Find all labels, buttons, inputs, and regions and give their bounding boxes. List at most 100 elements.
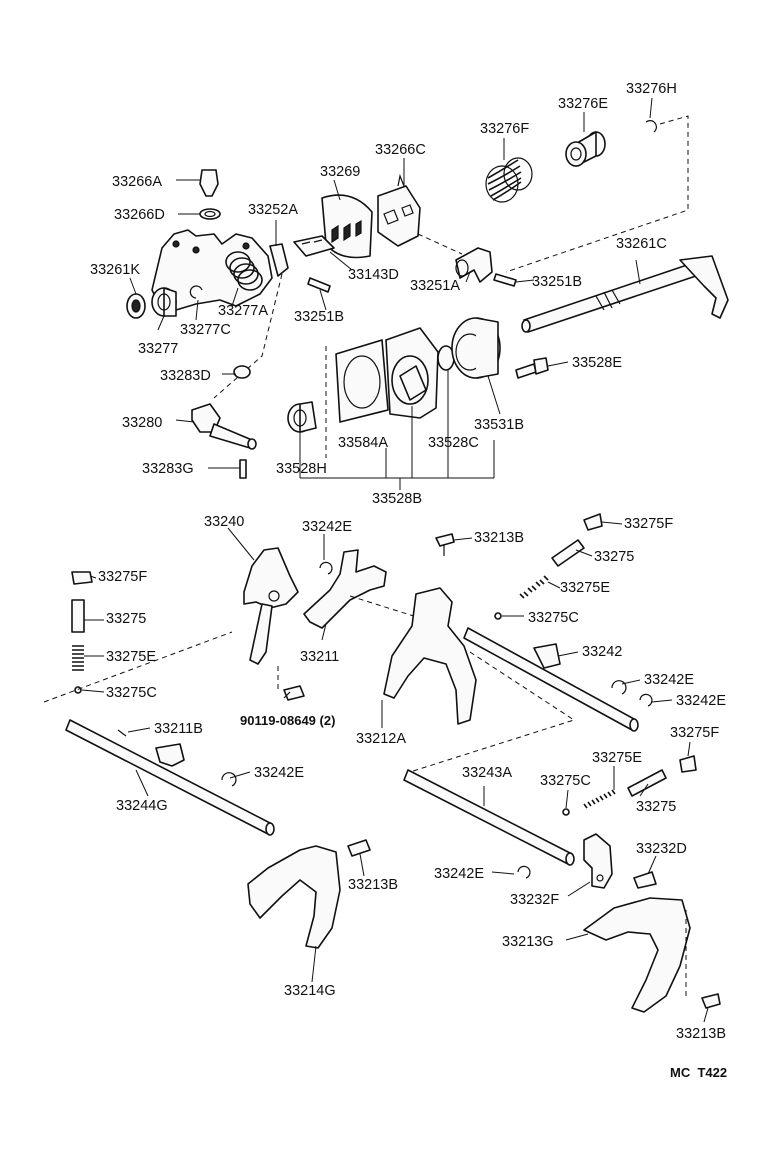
label-33242e-e: 33242E <box>434 866 484 882</box>
label-33143d: 33143D <box>348 267 399 283</box>
label-33276e: 33276E <box>558 96 608 112</box>
part-33211-lever <box>303 549 421 629</box>
part-33266a-plug <box>176 169 219 197</box>
part-33276f-spring <box>485 157 533 203</box>
part-33242e-clip-e <box>517 865 531 879</box>
label-33251a: 33251A <box>410 278 460 294</box>
part-33275-pin-a <box>71 599 85 633</box>
part-33584a-gasket <box>325 339 389 458</box>
label-33232f: 33232F <box>510 892 559 908</box>
label-33277c: 33277C <box>180 322 231 338</box>
part-33242e-clip-b <box>611 680 627 695</box>
label-33277a: 33277A <box>218 303 268 319</box>
part-33276e-collar <box>565 131 606 167</box>
part-33261c-shaft <box>521 255 729 333</box>
part-33275f-plug-a <box>71 571 93 585</box>
part-33251a-lever <box>455 247 493 283</box>
part-33243a-shaft <box>403 769 575 866</box>
part-33283g-pin <box>239 459 247 479</box>
label-33528b: 33528B <box>372 491 422 507</box>
label-33269: 33269 <box>320 164 360 180</box>
label-33275c-b: 33275C <box>106 685 157 701</box>
part-33531b-seal <box>451 317 501 379</box>
label-90119-08649: 90119-08649 (2) <box>240 713 335 728</box>
label-33266a: 33266A <box>112 174 162 190</box>
part-33283d-plug <box>233 365 251 379</box>
part-33275c-ball-a <box>74 686 82 694</box>
label-33283d: 33283D <box>160 368 211 384</box>
part-33242-shaft <box>463 627 639 732</box>
part-33143d-plate <box>293 235 353 271</box>
label-33213b-a: 33213B <box>474 530 524 546</box>
label-33242e-a: 33242E <box>302 519 352 535</box>
callout-labels: 33276H 33276E 33276F 33266C 33269 33266A… <box>90 81 727 1080</box>
label-33275c-c: 33275C <box>540 773 591 789</box>
part-33266c-bracket <box>377 173 463 255</box>
label-33266c: 33266C <box>375 142 426 158</box>
label-33277: 33277 <box>138 341 178 357</box>
part-33213b-bolt-b <box>347 839 371 857</box>
label-33528e: 33528E <box>572 355 622 371</box>
label-33276f: 33276F <box>480 121 529 137</box>
label-33251b-b: 33251B <box>294 309 344 325</box>
part-33252a-retainer <box>213 220 289 399</box>
label-33252a: 33252A <box>248 202 298 218</box>
label-33275f-c: 33275F <box>670 725 719 741</box>
part-33261k-seal <box>126 293 146 319</box>
part-33240-lever <box>243 547 299 690</box>
label-33232d: 33232D <box>636 841 687 857</box>
part-33280-lever <box>191 403 257 450</box>
label-33275f-b: 33275F <box>98 569 147 585</box>
label-33275e-a: 33275E <box>560 580 610 596</box>
label-33212a: 33212A <box>356 731 406 747</box>
part-cover <box>385 327 439 419</box>
label-33211b: 33211B <box>154 721 203 737</box>
label-33275-c: 33275 <box>636 799 676 815</box>
part-33528e-bolt <box>515 357 549 379</box>
part-33251b-pin-2 <box>493 273 517 287</box>
leader-lines <box>81 97 709 1023</box>
part-33275e-spring-c <box>583 789 616 809</box>
label-33243a: 33243A <box>462 765 512 781</box>
part-33213b-bolt-c <box>701 993 721 1009</box>
label-33242e-d: 33242E <box>254 765 304 781</box>
label-33240: 33240 <box>204 514 244 530</box>
label-33275c-a: 33275C <box>528 610 579 626</box>
part-33251b-pin <box>307 277 331 293</box>
label-33275-b: 33275 <box>106 611 146 627</box>
part-33213b-bolt-a <box>435 533 455 556</box>
label-33531b: 33531B <box>474 417 524 433</box>
part-33528h-bearing <box>287 401 317 433</box>
part-33277-collar <box>151 287 177 317</box>
label-33251b-a: 33251B <box>532 274 582 290</box>
part-33232f-lever <box>583 833 613 889</box>
label-33242e-c: 33242E <box>676 693 726 709</box>
label-33261c: 33261C <box>616 236 667 252</box>
label-33280: 33280 <box>122 415 162 431</box>
diagram-code: MC T422 <box>670 1065 727 1080</box>
part-33212a-fork <box>383 587 576 773</box>
part-33277c-clip <box>189 285 203 299</box>
part-33277a-spring <box>225 251 263 291</box>
label-33584a: 33584A <box>338 435 388 451</box>
part-33242e-clip-c <box>639 693 653 707</box>
label-33213b-b: 33213B <box>348 877 398 893</box>
part-33275f-plug-c <box>679 755 697 773</box>
label-33213g: 33213G <box>502 934 554 950</box>
label-33283g: 33283G <box>142 461 194 477</box>
label-33275f-a: 33275F <box>624 516 673 532</box>
bracket-33528b <box>299 370 495 490</box>
label-33275-a: 33275 <box>594 549 634 565</box>
label-33276h: 33276H <box>626 81 677 97</box>
label-33275e-c: 33275E <box>592 750 642 766</box>
part-33213g-fork <box>583 897 691 1013</box>
part-33275e-spring-a <box>72 645 84 671</box>
part-90119-bolt <box>283 685 305 701</box>
label-33528c: 33528C <box>428 435 479 451</box>
label-33266d: 33266D <box>114 207 165 223</box>
part-33275c-ball-c <box>562 808 570 816</box>
part-33242e-clip-a <box>319 561 333 575</box>
part-33244g-shaft <box>65 719 275 836</box>
part-33275c-ball-b <box>494 612 502 620</box>
